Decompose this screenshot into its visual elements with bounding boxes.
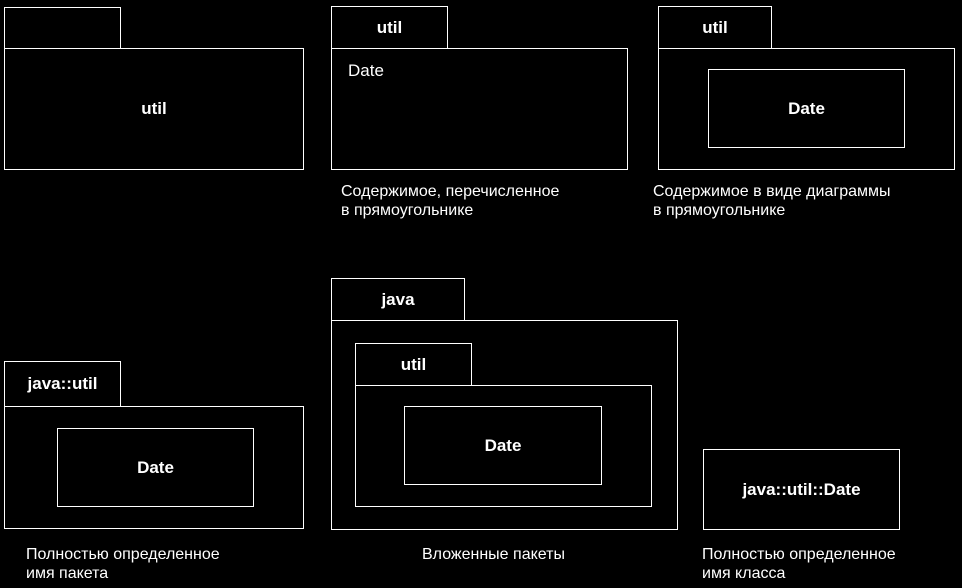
- package-tab: util: [658, 6, 772, 49]
- class-label: Date: [137, 457, 174, 477]
- package-body-label: util: [141, 99, 167, 118]
- caption-line: Полностью определенное: [702, 546, 896, 563]
- caption-line: имя пакета: [26, 565, 109, 582]
- class-box: [404, 406, 602, 485]
- outer-package-tab: java: [331, 278, 465, 321]
- outer-package-tab-label: java: [381, 289, 415, 309]
- caption-line: в прямоугольнике: [653, 202, 786, 219]
- package-tab: java::util: [4, 361, 121, 407]
- caption: Содержимое, перечисленное в прямоугольни…: [341, 182, 559, 220]
- caption-line: имя класса: [702, 565, 786, 582]
- package-tab: util: [331, 6, 448, 49]
- outer-package-body: [331, 320, 678, 530]
- package-tab-label: util: [702, 17, 728, 37]
- class-box: [57, 428, 254, 507]
- package-tab: [4, 7, 121, 49]
- caption-line: в прямоугольнике: [341, 202, 474, 219]
- class-label: Date: [788, 98, 825, 118]
- caption: Вложенные пакеты: [422, 546, 565, 563]
- class-label: java::util::Date: [742, 479, 861, 499]
- class-label: Date: [484, 435, 522, 455]
- inner-package-body: [355, 385, 652, 507]
- package-content-text: Date: [348, 61, 384, 80]
- caption-line: Содержимое, перечисленное: [341, 183, 560, 200]
- inner-package-tab-label: util: [400, 354, 427, 374]
- caption: Содержимое в виде диаграммы в прямоуголь…: [653, 182, 890, 220]
- caption: Полностью определенное имя класса: [702, 545, 896, 583]
- package-body: [4, 48, 304, 170]
- caption-line: Содержимое в виде диаграммы: [653, 183, 891, 200]
- package-tab-label: util: [376, 17, 403, 37]
- package-body: [4, 406, 304, 529]
- caption-line: Полностью определенное: [26, 546, 220, 563]
- package-body: [331, 48, 628, 170]
- class-box: [708, 69, 905, 148]
- package-body: [658, 48, 955, 170]
- package-tab-label: java::util: [27, 374, 98, 393]
- class-box: [703, 449, 900, 530]
- caption: Полностью определенное имя пакета: [26, 545, 220, 583]
- inner-package-tab: util: [355, 343, 472, 386]
